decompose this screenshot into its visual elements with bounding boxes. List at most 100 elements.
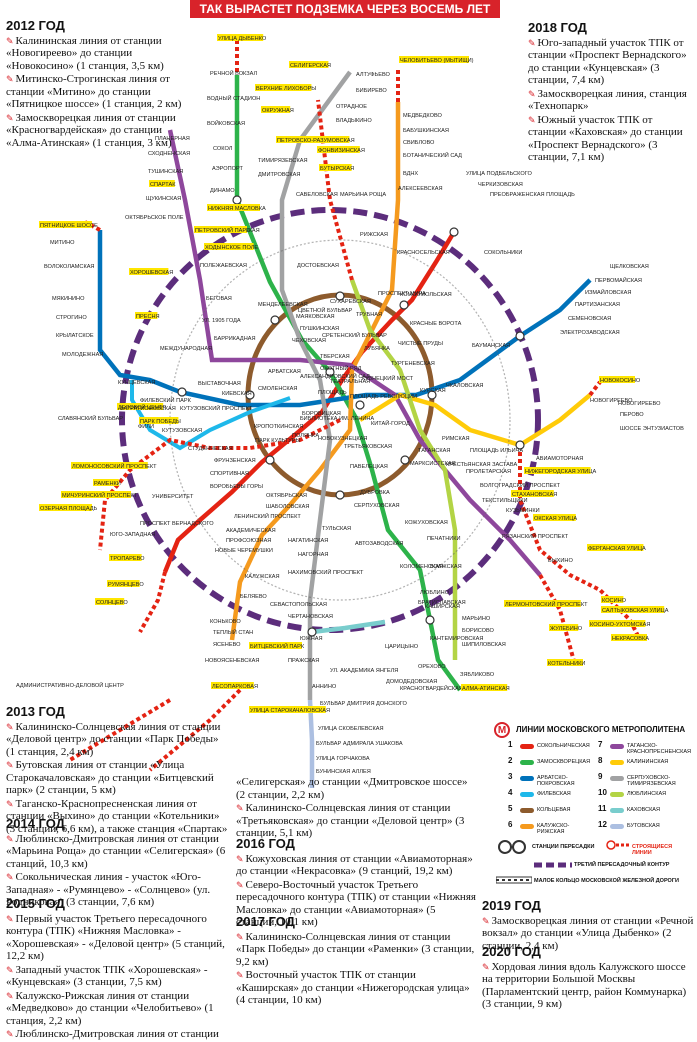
new-station-highlight	[39, 504, 92, 511]
new-station-highlight	[249, 642, 302, 649]
legend-line-name: СОКОЛЬНИЧЕСКАЯ	[537, 743, 590, 749]
new-station-highlight	[61, 491, 131, 498]
station-label: ШОССЕ ЭНТУЗИАСТОВ	[620, 426, 684, 432]
timeline-2018: 2018 ГОД Юго-западный участок ТПК от ста…	[528, 21, 693, 165]
station-label: КРАСНЫЕ ВОРОТА	[410, 321, 462, 327]
station-label: МАЯКОВСКАЯ	[296, 314, 335, 320]
station-label: МИЧУРИНСКИЙ ПРОСПЕКТ	[62, 491, 138, 499]
new-station-highlight	[211, 682, 254, 689]
new-station-highlight	[289, 61, 329, 68]
station-label: УЛ. 1905 ГОДА	[202, 318, 241, 324]
new-station-highlight	[207, 204, 260, 211]
transfer-station	[425, 615, 435, 625]
station-label: ВДНХ	[403, 171, 418, 177]
station-label: ТАГАНСКАЯ	[418, 448, 450, 454]
station-label: БУНИНСКАЯ АЛЛЕЯ	[316, 769, 371, 775]
station-label: ЛОМОНОСОВСКИЙ ПРОСПЕКТ	[72, 462, 157, 470]
legend-line-number: 12	[598, 820, 607, 829]
legend-line-swatch	[610, 776, 624, 781]
new-station-highlight	[71, 462, 148, 469]
station-label: БОРИСОВО	[462, 628, 495, 634]
station-label: УЛИЦА ПОДБЕЛЬСКОГО	[466, 171, 532, 177]
station-label: НОВОКУЗНЕЦКАЯ	[318, 436, 367, 442]
station-label: ЮЖНАЯ	[300, 636, 323, 642]
legend-line-number: 2	[508, 756, 513, 765]
building-line-icon	[606, 840, 630, 850]
new-station-highlight	[194, 226, 247, 233]
station-label: ТВЕРСКАЯ	[320, 354, 350, 360]
station-label: ПЕРВОМАЙСКАЯ	[595, 276, 642, 284]
station-label: АЛЕКСАНДРОВСКИЙ САД	[300, 372, 370, 380]
transfer-station	[427, 390, 437, 400]
line-kalininsko-solntsevskaya	[98, 418, 341, 551]
station-label: РИМСКАЯ	[442, 436, 469, 442]
new-station-highlight	[117, 403, 164, 410]
station-label: ТИМИРЯЗЕВСКАЯ	[258, 158, 308, 164]
transfer-station	[335, 490, 345, 500]
station-label: ФЕРГАНСКАЯ УЛИЦА	[588, 546, 646, 552]
station-label: ПАРК КУЛЬТУРЫ	[255, 438, 300, 444]
station-label: ЦАРИЦЫНО	[385, 644, 419, 650]
line-sokolnicheskaya-extension	[138, 571, 167, 633]
station-label: КУТУЗОВСКИЙ ПРОСПЕКТ	[180, 404, 253, 412]
transfer-station	[325, 367, 335, 377]
station-label: ДУБРОВКА	[360, 490, 390, 496]
station-label: НАГАТИНСКАЯ	[288, 538, 328, 544]
station-label: БОТАНИЧЕСКИЙ САД	[403, 151, 462, 159]
station-label: КУРСКАЯ	[420, 388, 446, 394]
line-kozhukhovskaya	[518, 445, 642, 641]
station-label: АКАДЕМИЧЕСКАЯ	[226, 528, 276, 534]
station-label: СОЛНЦЕВО	[96, 600, 128, 606]
station-label: БУЛЬВАР АДМИРАЛА УШАКОВА	[316, 741, 403, 747]
station-label: НАХИМОВСКИЙ ПРОСПЕКТ	[288, 568, 364, 576]
timeline-2012: 2012 ГОД Калининская линия от станции «Н…	[6, 19, 182, 150]
new-station-highlight	[601, 596, 624, 603]
station-label: ОТРАДНОЕ	[336, 104, 367, 110]
station-label: ТЕПЛЫЙ СТАН	[213, 628, 253, 636]
legend-line-number: 10	[598, 788, 607, 797]
line-kalininskaya	[358, 392, 592, 448]
legend-line-number: 7	[598, 740, 603, 749]
timeline-2014: 2014 ГОД Люблинско-Дмитровская линия от …	[6, 817, 228, 910]
station-label: ВЫСТАВОЧНАЯ	[198, 381, 241, 387]
line-tagansko-krasnopresnenskaya	[167, 129, 542, 577]
new-station-highlight	[139, 417, 179, 424]
year-heading: 2016 ГОД	[236, 836, 295, 851]
transfer-station	[515, 440, 525, 450]
timeline-item: Калининско-Солнцевская линия от станции …	[6, 721, 228, 759]
new-station-highlight	[599, 376, 635, 383]
station-label: ХОРОШЕВСКАЯ	[130, 270, 173, 276]
legend-line-swatch	[610, 744, 624, 749]
station-label: ТУЛЬСКАЯ	[322, 526, 351, 532]
legend-title: ЛИНИИ МОСКОВСКОГО МЕТРОПОЛИТЕНА	[516, 725, 686, 734]
station-label: РАМЕНКИ	[94, 481, 121, 487]
new-station-highlight	[601, 606, 665, 613]
railring-icon	[496, 876, 532, 884]
station-label: МОЛОДЕЖНАЯ	[62, 352, 103, 358]
new-station-highlight	[549, 624, 579, 631]
station-label: ОХОТНЫЙ РЯД	[320, 364, 362, 372]
timeline-item: Кожуховская линия от станции «Авиамоторн…	[236, 853, 476, 878]
station-label: ДМИТРОВСКАЯ	[258, 172, 300, 178]
station-label: КУТУЗОВСКАЯ	[162, 428, 202, 434]
station-label: КОТЕЛЬНИКИ	[548, 661, 585, 667]
station-label: ЛЮБЛИНО	[420, 590, 450, 596]
station-label: ЧЕРКИЗОВСКАЯ	[478, 182, 523, 188]
new-station-highlight	[135, 312, 158, 319]
timeline-item: Таганско-Краснопресненская линия от стан…	[6, 798, 228, 836]
station-label: ХОДЫНСКОЕ ПОЛЕ	[205, 245, 258, 251]
legend-line-swatch	[610, 792, 624, 797]
station-label: ВОЛЖСКАЯ	[430, 564, 462, 570]
timeline-2015-continued: «Селигерская» до станции «Дмитровское шо…	[236, 776, 476, 841]
timeline-2013: 2013 ГОД Калининско-Солнцевская линия от…	[6, 705, 228, 836]
station-label: КОСИНО	[602, 598, 627, 604]
station-label: АРБАТСКАЯ	[268, 369, 301, 375]
station-label: КАНТЕМИРОВСКАЯ	[430, 636, 483, 642]
station-label: ЧКАЛОВСКАЯ	[446, 383, 483, 389]
station-label: ТРУБНАЯ	[356, 312, 382, 318]
new-station-highlight	[261, 106, 291, 113]
station-label: МАРЬИНА РОЩА	[340, 192, 386, 198]
station-label: ПЯТНИЦКОЕ ШОССЕ	[40, 223, 98, 229]
timeline-item: Калужско-Рижская линия от станции «Медве…	[6, 990, 228, 1028]
timeline-item: Бутовская линия от станции «Улица Старок…	[6, 759, 228, 797]
